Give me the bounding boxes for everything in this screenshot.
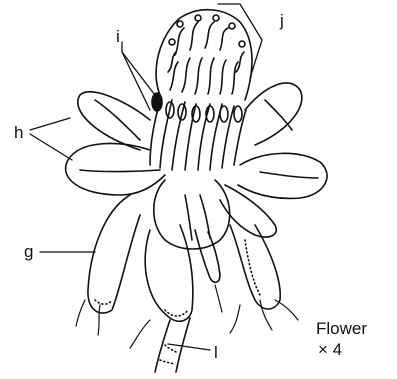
sepal-center (145, 225, 193, 321)
petal-front (154, 180, 230, 249)
label-j: j (280, 12, 284, 29)
petal-right (238, 153, 327, 198)
sepal-left (88, 195, 140, 313)
roots (76, 285, 298, 348)
leader-h-2 (30, 134, 72, 160)
petal-upper-left (78, 92, 150, 150)
sepal-right (230, 225, 280, 309)
label-g: g (24, 243, 33, 260)
caption-magnification: × 4 (316, 339, 367, 360)
leader-l (168, 344, 210, 350)
label-h: h (14, 124, 23, 141)
label-i: i (116, 28, 120, 45)
leader-lines (30, 4, 262, 350)
leader-i-2 (122, 52, 150, 110)
stigma-cluster (156, 10, 252, 100)
label-l: l (214, 344, 218, 361)
caption-title: Flower (316, 318, 367, 339)
sepal-small (195, 230, 220, 282)
leader-h-1 (30, 118, 70, 130)
petal-upper-right (245, 83, 302, 145)
caption: Flower × 4 (316, 318, 367, 361)
petal-lower-right (220, 185, 276, 237)
stamens (150, 93, 246, 170)
